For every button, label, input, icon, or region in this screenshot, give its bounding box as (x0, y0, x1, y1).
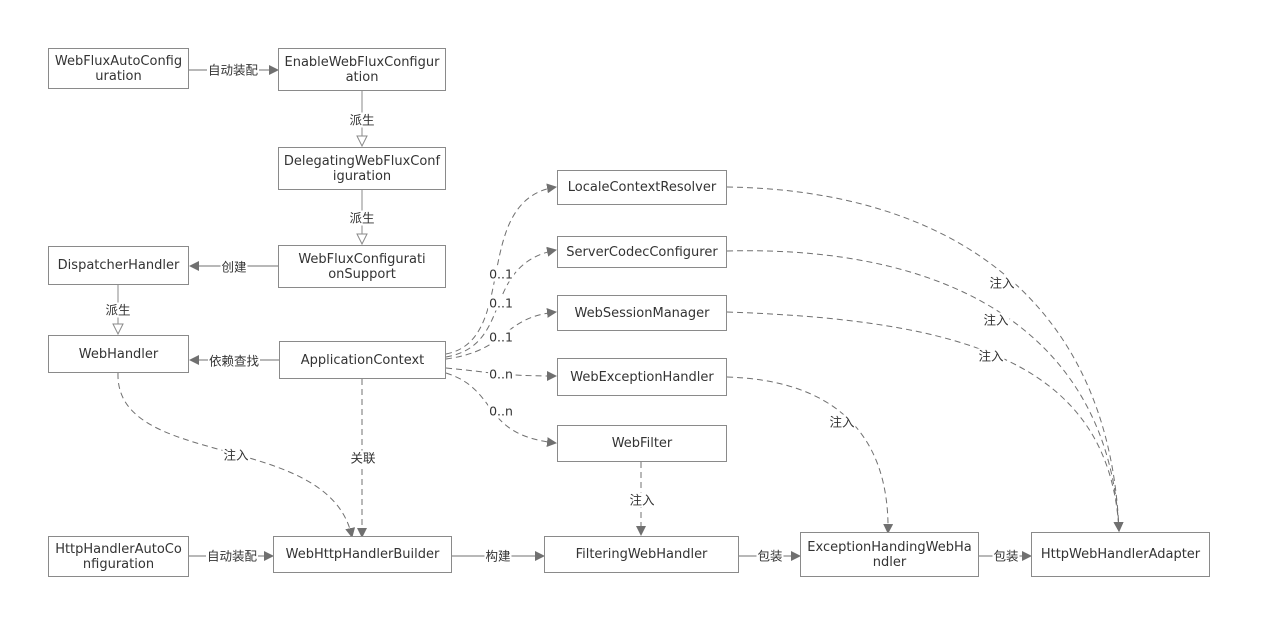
node-label: EnableWebFluxConfiguration (284, 54, 440, 85)
node-webflux-auto-configuration: WebFluxAutoConfiguration (48, 48, 189, 89)
label-create: 创建 (220, 259, 248, 275)
node-label: WebSessionManager (574, 305, 710, 321)
node-label: HttpWebHandlerAdapter (1040, 547, 1201, 562)
node-filtering-web-handler: FilteringWebHandler (544, 536, 739, 573)
edge-codec-to-adapter (726, 250, 1124, 532)
node-http-web-handler-adapter: HttpWebHandlerAdapter (1031, 532, 1210, 577)
edge-exception-handler-to-exh (726, 376, 894, 534)
label-associate: 关联 (349, 450, 377, 466)
node-label: WebExceptionHandler (570, 369, 714, 385)
label-wrap-filtering: 包装 (756, 548, 784, 564)
node-enable-webflux-configuration: EnableWebFluxConfiguration (278, 48, 446, 91)
node-web-handler: WebHandler (48, 335, 189, 373)
label-derive-enable: 派生 (348, 112, 376, 128)
node-delegating-webflux-configuration: DelegatingWebFluxConfiguration (278, 147, 446, 190)
node-label: ApplicationContext (300, 352, 425, 368)
node-label: WebHandler (78, 346, 159, 362)
node-label: FilteringWebHandler (575, 547, 708, 562)
node-web-session-manager: WebSessionManager (557, 295, 727, 331)
label-inject-filter: 注入 (628, 492, 656, 508)
label-auto-assemble-http: 自动装配 (205, 548, 259, 564)
label-inject-exception-handler: 注入 (828, 414, 856, 430)
label-derive-delegating: 派生 (348, 210, 376, 226)
label-multiplicity-exception: 0..n (488, 366, 514, 382)
label-dependency-lookup: 依赖查找 (207, 353, 261, 369)
node-server-codec-configurer: ServerCodecConfigurer (557, 236, 727, 268)
node-exception-handling-web-handler: ExceptionHandingWebHandler (800, 532, 979, 577)
node-label: DispatcherHandler (57, 258, 180, 273)
node-label: WebFluxConfigurationSupport (298, 251, 426, 282)
node-label: ExceptionHandingWebHandler (807, 539, 972, 570)
edge-session-to-adapter (726, 311, 1124, 532)
label-derive-dispatcher: 派生 (104, 302, 132, 318)
node-label: WebHttpHandlerBuilder (285, 547, 440, 562)
node-label: WebFluxAutoConfiguration (54, 53, 183, 84)
node-web-filter: WebFilter (557, 425, 727, 462)
label-inject-codec: 注入 (982, 312, 1010, 328)
label-auto-assemble-webflux: 自动装配 (206, 62, 260, 78)
node-web-http-handler-builder: WebHttpHandlerBuilder (273, 536, 452, 573)
node-label: LocaleContextResolver (567, 180, 717, 195)
edge-locale-to-adapter (726, 186, 1124, 532)
label-multiplicity-locale: 0..1 (488, 266, 514, 282)
label-multiplicity-codec: 0..1 (488, 295, 514, 311)
label-inject-webhandler: 注入 (222, 447, 250, 463)
node-dispatcher-handler: DispatcherHandler (48, 246, 189, 285)
node-application-context: ApplicationContext (279, 341, 446, 379)
label-build: 构建 (484, 548, 512, 564)
node-label: HttpHandlerAutoConfiguration (55, 541, 182, 572)
label-inject-locale: 注入 (988, 275, 1016, 291)
node-web-exception-handler: WebExceptionHandler (557, 358, 727, 396)
node-label: ServerCodecConfigurer (566, 244, 718, 260)
label-multiplicity-filter: 0..n (488, 403, 514, 419)
label-inject-session: 注入 (977, 348, 1005, 364)
node-label: DelegatingWebFluxConfiguration (283, 153, 441, 184)
node-webflux-configuration-support: WebFluxConfigurationSupport (278, 245, 446, 288)
node-http-handler-auto-configuration: HttpHandlerAutoConfiguration (48, 536, 189, 577)
node-locale-context-resolver: LocaleContextResolver (557, 170, 727, 205)
edge-appctx-to-codec (445, 246, 557, 358)
label-wrap-exception: 包装 (992, 548, 1020, 564)
node-label: WebFilter (611, 436, 673, 451)
label-multiplicity-session: 0..1 (488, 329, 514, 345)
